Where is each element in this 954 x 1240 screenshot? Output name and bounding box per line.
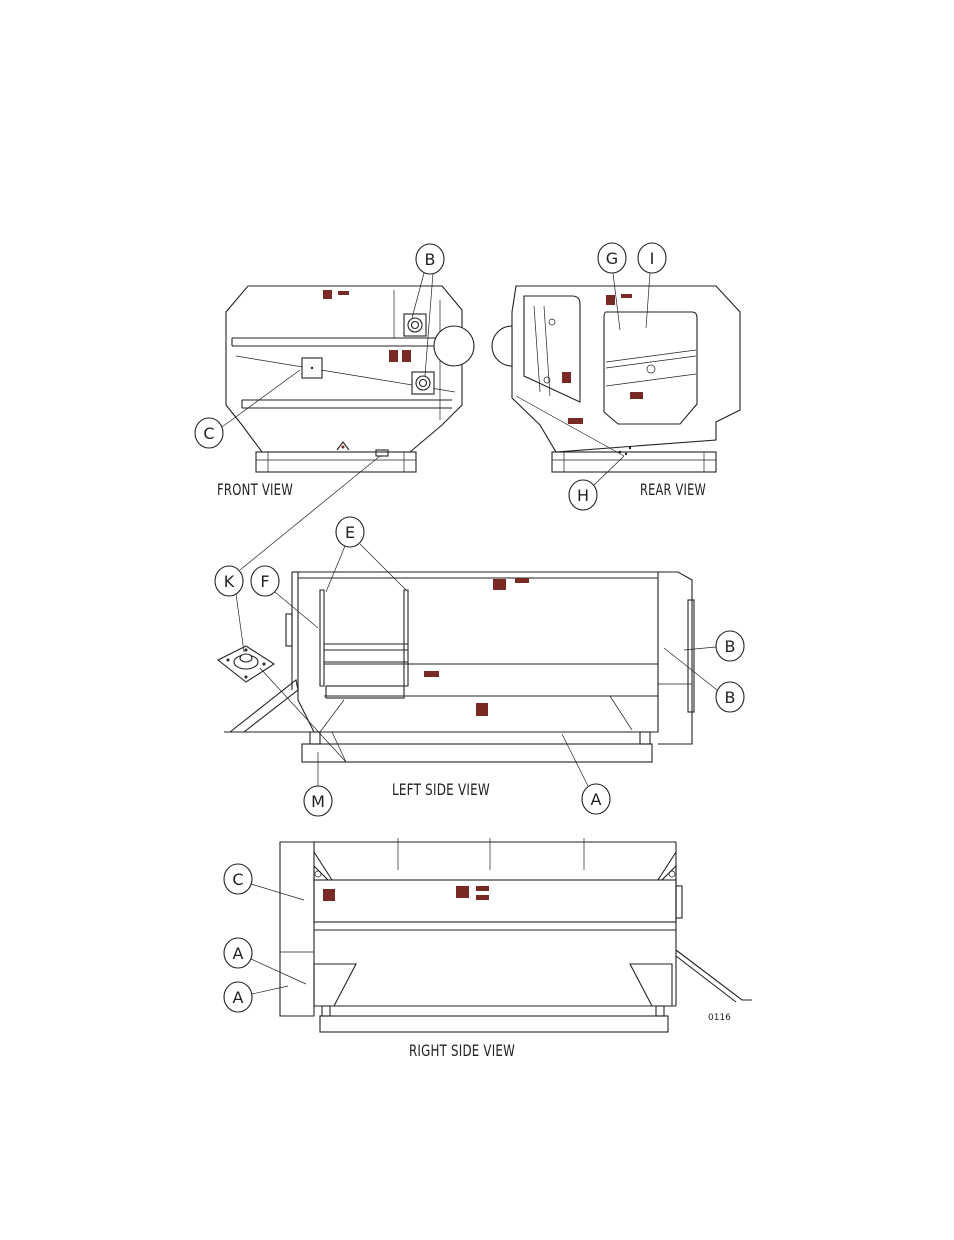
front-view-base [256, 452, 416, 472]
front-bearing-upper [404, 314, 426, 336]
right-decal-1 [323, 889, 335, 901]
svg-text:C: C [203, 424, 214, 443]
front-view-caption: FRONT VIEW [217, 480, 293, 499]
callout-e: E [326, 517, 406, 592]
rear-left-panel [524, 296, 580, 402]
rear-decal-1 [606, 295, 615, 305]
svg-text:G: G [606, 249, 618, 268]
svg-text:H: H [577, 486, 589, 505]
callout-a-left: A [562, 734, 610, 814]
callout-h: H [569, 456, 624, 510]
right-side-view: 0116 RIGHT SIDE VIEW [280, 838, 752, 1060]
front-decal-3 [389, 350, 398, 362]
right-side-band [314, 880, 676, 922]
k-detail-plate [218, 646, 274, 682]
svg-text:K: K [224, 572, 235, 591]
rear-decal-5 [630, 392, 643, 399]
right-side-chute [676, 950, 752, 1000]
rear-view: REAR VIEW [492, 286, 740, 499]
left-side-view: LEFT SIDE VIEW [218, 572, 694, 799]
left-side-chute [230, 680, 298, 732]
right-decal-4 [476, 895, 489, 900]
rear-view-base [552, 452, 716, 472]
rear-decal-3 [562, 372, 571, 383]
svg-text:B: B [725, 688, 736, 707]
right-decal-2 [456, 886, 469, 898]
front-decal-2 [338, 291, 349, 295]
front-decal-1 [323, 290, 332, 299]
right-side-hopper-right [630, 964, 672, 1006]
callout-b-left-1: B [684, 631, 744, 661]
right-side-base [320, 1016, 668, 1032]
svg-text:I: I [650, 249, 655, 268]
callout-c-front: C [195, 370, 300, 448]
svg-text:C: C [232, 870, 243, 889]
svg-text:E: E [345, 523, 355, 542]
svg-text:A: A [591, 790, 602, 809]
rear-right-panel [604, 312, 697, 424]
callout-a-right-2: A [224, 982, 288, 1012]
front-view-body [226, 286, 462, 452]
drawing-number: 0116 [708, 1013, 731, 1023]
svg-text:M: M [311, 792, 325, 811]
svg-text:A: A [233, 944, 244, 963]
callout-c-right: C [224, 864, 304, 900]
rear-view-body [512, 286, 740, 452]
rear-decal-2 [621, 294, 632, 298]
left-decal-2 [515, 578, 529, 583]
right-decal-3 [476, 886, 489, 891]
svg-text:F: F [260, 572, 269, 591]
right-side-hopper-left [314, 964, 356, 1006]
front-view: FRONT VIEW [217, 286, 474, 499]
svg-text:A: A [233, 988, 244, 1007]
rear-motor-hub [492, 326, 512, 366]
right-side-view-caption: RIGHT SIDE VIEW [409, 1041, 515, 1060]
callout-a-right-1: A [224, 938, 306, 984]
front-bearing-lower [412, 372, 434, 394]
svg-text:B: B [725, 637, 736, 656]
front-motor-hub [434, 326, 474, 366]
front-decal-4 [402, 350, 411, 362]
left-side-view-caption: LEFT SIDE VIEW [392, 780, 490, 799]
callout-f: F [251, 566, 318, 628]
left-side-handle [286, 614, 292, 646]
svg-text:B: B [425, 250, 436, 269]
left-side-base [302, 744, 652, 762]
rear-decal-4 [568, 418, 583, 424]
left-decal-4 [476, 703, 488, 716]
right-side-end-panel [280, 842, 314, 1016]
rear-view-caption: REAR VIEW [640, 480, 706, 499]
left-decal-3 [424, 671, 439, 677]
left-decal-1 [493, 579, 506, 590]
